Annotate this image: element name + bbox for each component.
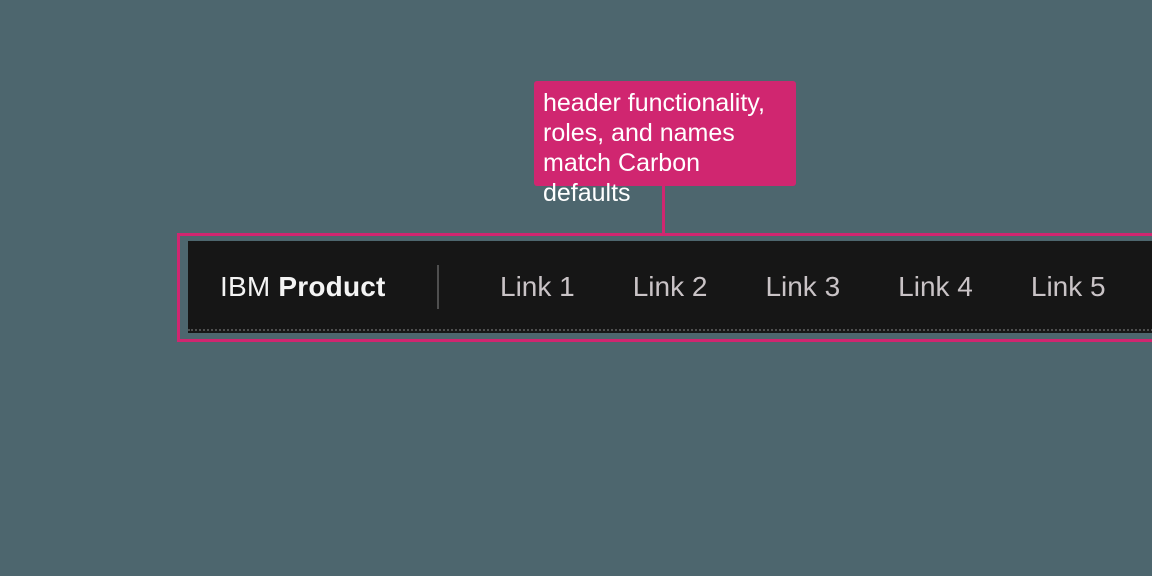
header-bottom-dotted-line xyxy=(188,329,1152,331)
annotation-outline xyxy=(177,233,1152,342)
header-divider xyxy=(437,265,439,309)
nav-link-3[interactable]: Link 3 xyxy=(765,271,841,302)
header-brand-company: IBM xyxy=(220,271,271,302)
nav-link-1[interactable]: Link 1 xyxy=(500,271,575,302)
nav-link-5[interactable]: Link 5 xyxy=(1030,271,1106,302)
header-nav: Link 1 Link 2 Link 3 Link 4 Link 5 xyxy=(471,241,1135,333)
annotation-callout: header functionality, roles, and names m… xyxy=(534,81,796,207)
product-header: IBM Product Link 1 Link 2 Link 3 Link 4 … xyxy=(188,241,1152,333)
nav-link-4[interactable]: Link 4 xyxy=(898,271,973,302)
nav-link-2[interactable]: Link 2 xyxy=(632,271,708,302)
annotation-connector-line xyxy=(662,184,665,236)
header-brand-link[interactable]: IBM Product xyxy=(220,241,386,333)
header-brand-product: Product xyxy=(278,271,386,302)
